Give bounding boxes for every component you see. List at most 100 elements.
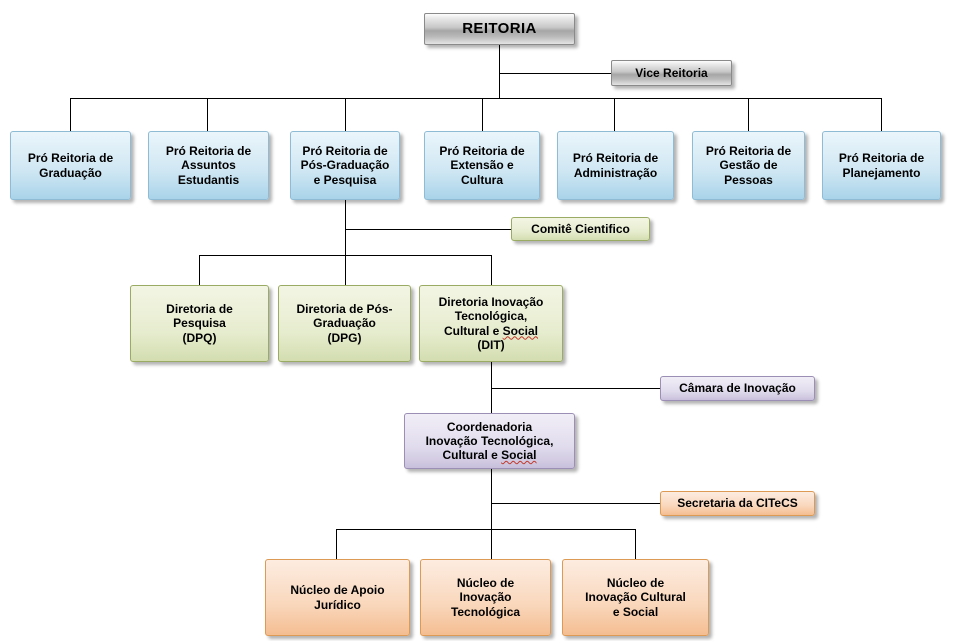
line-2: Jurídico xyxy=(314,597,361,612)
connector-drop-nucleo-tecnologica xyxy=(491,529,492,559)
connector-drop-pro-planejamento xyxy=(881,98,882,131)
line-1: Diretoria de xyxy=(166,302,233,317)
node-pro-reitoria-assuntos-estudantis[interactable]: Pró Reitoria de Assuntos Estudantis xyxy=(148,131,269,200)
node-diretoria-pos-graduacao[interactable]: Diretoria de Pós- Graduação (DPG) xyxy=(278,285,411,362)
connector-pos-graduacao-vertical xyxy=(345,200,346,285)
node-pro-gestao-label: Pró Reitoria de Gestão de Pessoas xyxy=(693,144,804,186)
node-comite-cientifico-label: Comitê Cientifico xyxy=(531,221,630,236)
node-pro-reitoria-pos-graduacao-pesquisa[interactable]: Pró Reitoria de Pós-Graduação e Pesquisa xyxy=(290,131,400,200)
connector-drop-pro-extensao xyxy=(482,98,483,131)
node-pro-planejamento-label: Pró Reitoria de Planejamento xyxy=(823,151,940,179)
node-pro-assuntos-label: Pró Reitoria de Assuntos Estudantis xyxy=(149,144,268,186)
line-2: Inovação xyxy=(459,590,512,605)
connector-to-comite-cientifico xyxy=(345,229,511,230)
line-1: Núcleo de xyxy=(606,576,665,591)
line-3b-spellcheck: Social xyxy=(502,323,539,338)
node-camara-inovacao[interactable]: Câmara de Inovação xyxy=(660,376,815,401)
line-1: Pró Reitoria de xyxy=(838,151,925,166)
node-secretaria-citecs-label: Secretaria da CITeCS xyxy=(677,496,798,511)
node-pro-reitoria-extensao-cultura[interactable]: Pró Reitoria de Extensão e Cultura xyxy=(424,131,540,200)
node-nucleo-tecnologica-label: Núcleo de Inovação Tecnológica xyxy=(421,576,550,618)
node-nucleo-apoio-juridico[interactable]: Núcleo de Apoio Jurídico xyxy=(265,559,410,636)
line-3: Pessoas xyxy=(724,172,773,187)
line-4: (DIT) xyxy=(477,337,505,352)
node-nucleo-inovacao-cultural-social[interactable]: Núcleo de Inovação Cultural e Social xyxy=(562,559,709,636)
node-camara-inovacao-label: Câmara de Inovação xyxy=(679,381,796,396)
node-dit-label: Diretoria Inovação Tecnológica, Cultural… xyxy=(420,295,562,352)
line-3: (DPQ) xyxy=(182,330,217,345)
node-coordenadoria-citecs[interactable]: Coordenadoria Inovação Tecnológica, Cult… xyxy=(404,413,575,469)
node-pro-reitoria-gestao-pessoas[interactable]: Pró Reitoria de Gestão de Pessoas xyxy=(692,131,805,200)
node-secretaria-citecs[interactable]: Secretaria da CITeCS xyxy=(660,491,815,516)
node-nucleo-inovacao-tecnologica[interactable]: Núcleo de Inovação Tecnológica xyxy=(420,559,551,636)
node-vice-reitoria-label: Vice Reitoria xyxy=(635,65,708,80)
line-1: Núcleo de Apoio xyxy=(290,583,385,598)
node-comite-cientifico[interactable]: Comitê Cientifico xyxy=(511,217,650,241)
connector-drop-dpg xyxy=(345,255,346,285)
connector-reitoria-vertical xyxy=(499,45,500,98)
line-1: Pró Reitoria de xyxy=(572,151,659,166)
connector-drop-pro-graduacao xyxy=(70,98,71,131)
node-citecs-label: Coordenadoria Inovação Tecnológica, Cult… xyxy=(405,420,574,462)
connector-coordenadoria-vertical xyxy=(491,469,492,529)
node-pro-extensao-label: Pró Reitoria de Extensão e Cultura xyxy=(425,144,539,186)
line-3: Cultura xyxy=(461,172,503,187)
node-reitoria-label: REITORIA xyxy=(462,20,537,38)
line-2: Graduação xyxy=(313,316,376,331)
line-2: Administração xyxy=(573,165,658,180)
line-3: Tecnológica xyxy=(450,604,521,619)
line-2: Gestão de xyxy=(719,158,778,173)
line-1: Coordenadoria xyxy=(446,419,533,434)
line-3b-spellcheck: Social xyxy=(501,448,537,463)
line-2: Extensão e xyxy=(450,158,514,173)
connector-drop-pro-pos xyxy=(345,98,346,131)
node-diretoria-inovacao-tecnologica[interactable]: Diretoria Inovação Tecnológica, Cultural… xyxy=(419,285,563,362)
node-diretoria-pesquisa[interactable]: Diretoria de Pesquisa (DPQ) xyxy=(130,285,269,362)
line-1: Pró Reitoria de xyxy=(439,144,525,159)
line-1: Núcleo de xyxy=(456,576,515,591)
node-dpq-label: Diretoria de Pesquisa (DPQ) xyxy=(131,302,268,344)
line-2: Graduação xyxy=(39,165,102,180)
connector-drop-pro-gestao xyxy=(748,98,749,131)
connector-reitoria-to-vice xyxy=(499,73,611,74)
node-pro-reitoria-graduacao[interactable]: Pró Reitoria de Graduação xyxy=(10,131,131,200)
line-2: Tecnológica, xyxy=(454,309,528,324)
line-3a: Cultural e xyxy=(442,448,502,463)
line-3: Estudantis xyxy=(177,172,240,187)
connector-drop-dpq xyxy=(199,255,200,285)
connector-to-camara-inovacao xyxy=(491,388,660,389)
node-pro-reitoria-administracao[interactable]: Pró Reitoria de Administração xyxy=(557,131,674,200)
node-pro-admin-label: Pró Reitoria de Administração xyxy=(558,151,673,179)
line-1: Pró Reitoria de xyxy=(27,151,114,166)
node-reitoria[interactable]: REITORIA xyxy=(424,13,575,45)
line-1: Pró Reitoria de xyxy=(705,144,792,159)
line-3: e Pesquisa xyxy=(313,172,377,187)
connector-nucleos-bus xyxy=(336,529,636,530)
node-pro-graduacao-label: Pró Reitoria de Graduação xyxy=(11,151,130,179)
connector-drop-pro-assuntos xyxy=(207,98,208,131)
line-3: e Social xyxy=(612,604,659,619)
node-pro-pos-label: Pró Reitoria de Pós-Graduação e Pesquisa xyxy=(291,144,399,186)
node-pro-reitoria-planejamento[interactable]: Pró Reitoria de Planejamento xyxy=(822,131,941,200)
line-1: Diretoria Inovação xyxy=(438,295,544,310)
connector-pro-reitoria-bus xyxy=(70,98,881,99)
connector-dit-vertical xyxy=(491,362,492,413)
line-2: Pesquisa xyxy=(173,316,226,331)
line-2: Inovação Cultural xyxy=(585,590,686,605)
connector-drop-dit xyxy=(491,255,492,285)
line-3: (DPG) xyxy=(327,330,362,345)
connector-drop-pro-admin xyxy=(614,98,615,131)
line-1: Pró Reitoria de xyxy=(302,144,388,159)
line-1: Pró Reitoria de xyxy=(165,144,252,159)
line-2: Pós-Graduação xyxy=(300,158,390,173)
line-3a: Cultural e xyxy=(443,323,503,338)
node-vice-reitoria[interactable]: Vice Reitoria xyxy=(611,60,732,86)
connector-drop-nucleo-juridico xyxy=(336,529,337,559)
line-2: Assuntos xyxy=(181,158,236,173)
node-nucleo-cultural-label: Núcleo de Inovação Cultural e Social xyxy=(563,576,708,618)
line-1: Diretoria de Pós- xyxy=(296,302,393,317)
connector-drop-nucleo-cultural xyxy=(635,529,636,559)
node-nucleo-juridico-label: Núcleo de Apoio Jurídico xyxy=(266,583,409,611)
line-2: Planejamento xyxy=(842,165,921,180)
